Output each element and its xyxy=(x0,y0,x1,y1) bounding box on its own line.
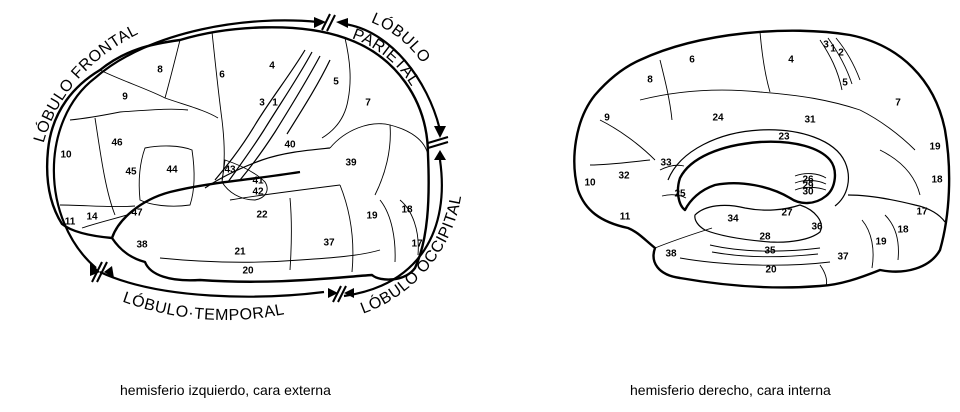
left-area-9: 9 xyxy=(122,92,128,103)
left-area-20: 20 xyxy=(242,266,254,277)
right-area-11: 11 xyxy=(620,212,631,223)
right-area-10: 10 xyxy=(584,178,596,189)
left-area-3: 3 xyxy=(259,98,265,109)
right-area-20: 20 xyxy=(765,265,777,276)
left-area-14: 14 xyxy=(86,212,98,223)
right-area-35: 35 xyxy=(764,246,776,257)
caption-left: hemisferio izquierdo, cara externa xyxy=(120,382,331,398)
left-area-41: 41 xyxy=(252,176,264,187)
right-area-23: 23 xyxy=(778,132,790,143)
left-area-43: 43 xyxy=(224,165,236,176)
left-area-38: 38 xyxy=(136,240,148,251)
right-area-25: 25 xyxy=(674,189,686,200)
right-area-28: 28 xyxy=(759,232,771,243)
right-area-3: 3 xyxy=(823,40,829,51)
right-area-31: 31 xyxy=(804,115,816,126)
left-area-21: 21 xyxy=(234,247,246,258)
left-area-40: 40 xyxy=(284,140,296,151)
temporal-contour xyxy=(112,172,300,238)
left-area-4: 4 xyxy=(269,61,275,72)
right-area-6: 6 xyxy=(689,55,695,66)
left-area-6: 6 xyxy=(219,70,225,81)
right-area-38: 38 xyxy=(665,249,677,260)
right-area-17: 17 xyxy=(916,207,928,218)
right-area-36: 36 xyxy=(811,222,823,233)
right-area-33: 33 xyxy=(660,158,672,169)
left-area-45: 45 xyxy=(125,167,137,178)
left-area-10: 10 xyxy=(60,150,72,161)
left-brain-outline xyxy=(47,27,429,281)
right-area-7: 7 xyxy=(895,98,901,109)
right-area-32: 32 xyxy=(618,171,630,182)
right-area-18: 18 xyxy=(897,225,909,236)
right-area-18: 18 xyxy=(931,175,943,186)
left-area-46: 46 xyxy=(111,138,123,149)
right-hemisphere xyxy=(574,31,949,288)
right-area-5: 5 xyxy=(842,78,848,89)
left-area-7: 7 xyxy=(365,98,371,109)
left-area-44: 44 xyxy=(166,165,178,176)
right-area-9: 9 xyxy=(604,113,610,124)
right-area-24: 24 xyxy=(712,113,724,124)
left-area-8: 8 xyxy=(157,65,163,76)
left-area-1: 1 xyxy=(272,98,278,109)
right-area-30: 30 xyxy=(802,187,814,198)
left-area-11: 11 xyxy=(65,217,76,228)
left-area-19: 19 xyxy=(366,211,378,222)
left-area-22: 22 xyxy=(256,210,268,221)
left-area-42: 42 xyxy=(252,187,264,198)
left-area-47: 47 xyxy=(131,208,143,219)
right-area-8: 8 xyxy=(647,75,653,86)
right-area-34: 34 xyxy=(727,214,739,225)
right-area-19: 19 xyxy=(875,237,887,248)
left-area-39: 39 xyxy=(345,158,357,169)
right-brain-outline xyxy=(574,31,949,288)
caption-right: hemisferio derecho, cara interna xyxy=(630,382,831,398)
left-area-5: 5 xyxy=(333,77,339,88)
right-area-27: 27 xyxy=(781,208,793,219)
right-area-4: 4 xyxy=(788,55,794,66)
right-area-1: 1 xyxy=(830,44,836,55)
right-area-2: 2 xyxy=(838,48,844,59)
right-area-19: 19 xyxy=(929,142,941,153)
left-area-18: 18 xyxy=(401,205,413,216)
right-area-37: 37 xyxy=(837,252,849,263)
left-area-37: 37 xyxy=(323,238,335,249)
left-area-17: 17 xyxy=(411,239,423,250)
label-frontal: LÓBULO FRONTAL xyxy=(31,22,141,145)
